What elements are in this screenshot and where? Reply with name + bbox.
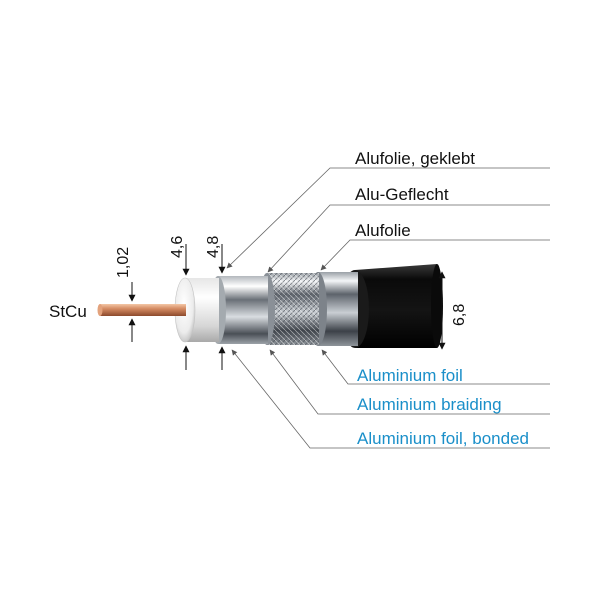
label-foil-de: Alufolie	[355, 221, 411, 240]
dim-label-dielectric: 4,6	[169, 236, 186, 258]
aluminium-braiding-layer	[259, 273, 319, 345]
dim-label-jacket: 6,8	[451, 304, 468, 326]
english-leader-lines	[231, 349, 550, 449]
dimension-markers	[128, 244, 446, 370]
copper-core	[97, 304, 186, 316]
cable-illustration	[97, 264, 443, 348]
label-foil-bonded-de: Alufolie, geklebt	[355, 149, 475, 168]
dim-label-foil: 4,8	[205, 236, 222, 258]
label-foil-bonded-en: Aluminium foil, bonded	[357, 429, 529, 448]
label-braid-de: Alu-Geflecht	[355, 185, 449, 204]
label-foil-en: Aluminium foil	[357, 366, 463, 385]
german-leader-lines	[226, 167, 550, 273]
label-braid-en: Aluminium braiding	[357, 395, 502, 414]
core-material-label: StCu	[49, 302, 87, 321]
dim-label-core: 1,02	[115, 247, 132, 278]
